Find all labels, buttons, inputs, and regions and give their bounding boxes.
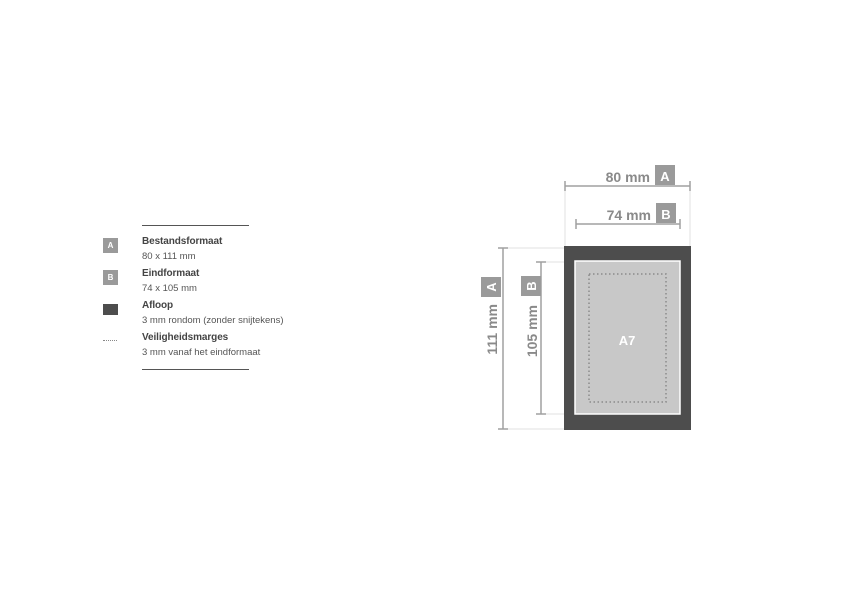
badge-a-text: A: [484, 282, 499, 292]
dotted-line-icon: [103, 340, 117, 341]
legend-item-safety-margin: Veiligheidsmarges 3 mm vanaf het eindfor…: [100, 332, 320, 364]
legend-title: Afloop: [142, 300, 174, 311]
badge-b-text: B: [524, 281, 539, 290]
legend-desc: 74 x 105 mm: [142, 283, 197, 294]
final-height-label: 105 mm: [524, 305, 540, 357]
legend-title: Veiligheidsmarges: [142, 332, 229, 343]
badge-b-icon: [521, 276, 541, 296]
legend-desc: 3 mm rondom (zonder snijtekens): [142, 315, 284, 326]
badge-a-text: A: [660, 169, 670, 184]
trim-area: [574, 260, 681, 415]
legend-item-final-format: B Eindformaat 74 x 105 mm: [100, 268, 320, 300]
legend-desc: 80 x 111 mm: [142, 251, 196, 262]
legend-top-rule: [142, 225, 249, 226]
badge-b-icon: [656, 203, 676, 223]
dimension-file-width: 80 mm A: [564, 165, 691, 191]
badge-b-icon: B: [103, 270, 118, 285]
badge-a-icon: [655, 165, 675, 185]
legend-title: Eindformaat: [142, 268, 200, 279]
badge-b-text: B: [661, 207, 670, 222]
legend-item-file-format: A Bestandsformaat 80 x 111 mm: [100, 236, 320, 268]
legend-title: Bestandsformaat: [142, 236, 223, 247]
dimension-final-height: B 105 mm: [521, 261, 546, 415]
dimension-final-width: 74 mm B: [575, 203, 681, 229]
final-width-label: 74 mm: [607, 207, 651, 223]
legend-item-bleed: Afloop 3 mm rondom (zonder snijtekens): [100, 300, 320, 332]
safety-margin: [588, 273, 667, 403]
dimension-file-height: A 111 mm: [481, 247, 508, 430]
legend-bottom-rule: [142, 369, 249, 370]
file-width-label: 80 mm: [606, 169, 650, 185]
legend-desc: 3 mm vanaf het eindformaat: [142, 347, 261, 358]
file-height-label: 111 mm: [484, 304, 500, 355]
format-label: A7: [619, 333, 636, 348]
badge-a-icon: [481, 277, 501, 297]
badge-a-icon: A: [103, 238, 118, 253]
bleed-swatch-icon: [103, 304, 118, 315]
